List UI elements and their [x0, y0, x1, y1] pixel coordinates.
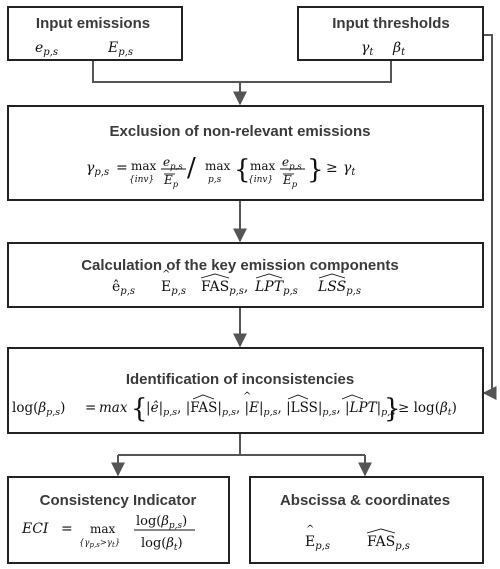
abscissa-coordinates-box: Abscissa & coordinates Ep,s ^ FASp,s: [249, 476, 484, 564]
svg-text:max: max: [90, 522, 116, 536]
svg-text:=: =: [61, 521, 73, 537]
identification-box: Identification of inconsistencies log(βp…: [7, 347, 484, 434]
input-thresholds-title: Input thresholds: [332, 15, 450, 32]
svg-text:=: =: [85, 400, 96, 416]
calculation-box: Calculation of the key emission componen…: [7, 242, 484, 308]
svg-text:ECI: ECI: [21, 521, 49, 537]
calculation-title: Calculation of the key emission componen…: [81, 257, 399, 274]
edge-identification-split: [118, 433, 365, 456]
svg-text:max: max: [131, 159, 157, 173]
svg-text:{inv}: {inv}: [248, 175, 273, 185]
svg-text:^: ^: [162, 269, 170, 280]
svg-text:p,s: p,s: [208, 175, 222, 185]
consistency-indicator-title: Consistency Indicator: [40, 492, 197, 509]
svg-text:≥ log(βt): ≥ log(βt): [398, 400, 457, 418]
svg-text:^: ^: [306, 524, 314, 535]
identification-title: Identification of inconsistencies: [126, 371, 354, 388]
svg-text:{: {: [234, 155, 251, 185]
svg-text:{: {: [131, 394, 148, 424]
svg-text:≥: ≥: [326, 160, 338, 176]
svg-text:=: =: [116, 160, 128, 176]
svg-text:}: }: [307, 155, 324, 185]
input-emissions-title: Input emissions: [36, 15, 150, 32]
exclusion-box: Exclusion of non-relevant emissions γp,s…: [7, 105, 484, 201]
svg-text:max: max: [250, 159, 276, 173]
input-thresholds-box: Input thresholds γt βt: [297, 6, 484, 61]
svg-text:max: max: [205, 159, 231, 173]
consistency-indicator-box: Consistency Indicator ECI = max {γp,s>γt…: [7, 476, 230, 564]
input-emissions-box: Input emissions ep,s Ep,s: [7, 6, 183, 61]
svg-text:{γp,s>γt}: {γp,s>γt}: [79, 538, 120, 549]
svg-text:log(βt): log(βt): [141, 536, 183, 553]
svg-text:}: }: [384, 394, 401, 424]
svg-text:/: /: [187, 153, 196, 183]
svg-text:{inv}: {inv}: [129, 175, 154, 185]
exclusion-title: Exclusion of non-relevant emissions: [110, 123, 371, 140]
svg-text:^: ^: [243, 391, 251, 402]
abscissa-coordinates-title: Abscissa & coordinates: [280, 492, 450, 509]
edge-thresholds-bypass-to-identification: [482, 34, 497, 400]
svg-text:max: max: [99, 400, 128, 416]
abscissa-coordinates-formula: Ep,s ^ FASp,s: [305, 524, 410, 552]
edge-thresholds-to-merge: [240, 60, 392, 83]
edge-emissions-to-merge: [92, 60, 240, 83]
